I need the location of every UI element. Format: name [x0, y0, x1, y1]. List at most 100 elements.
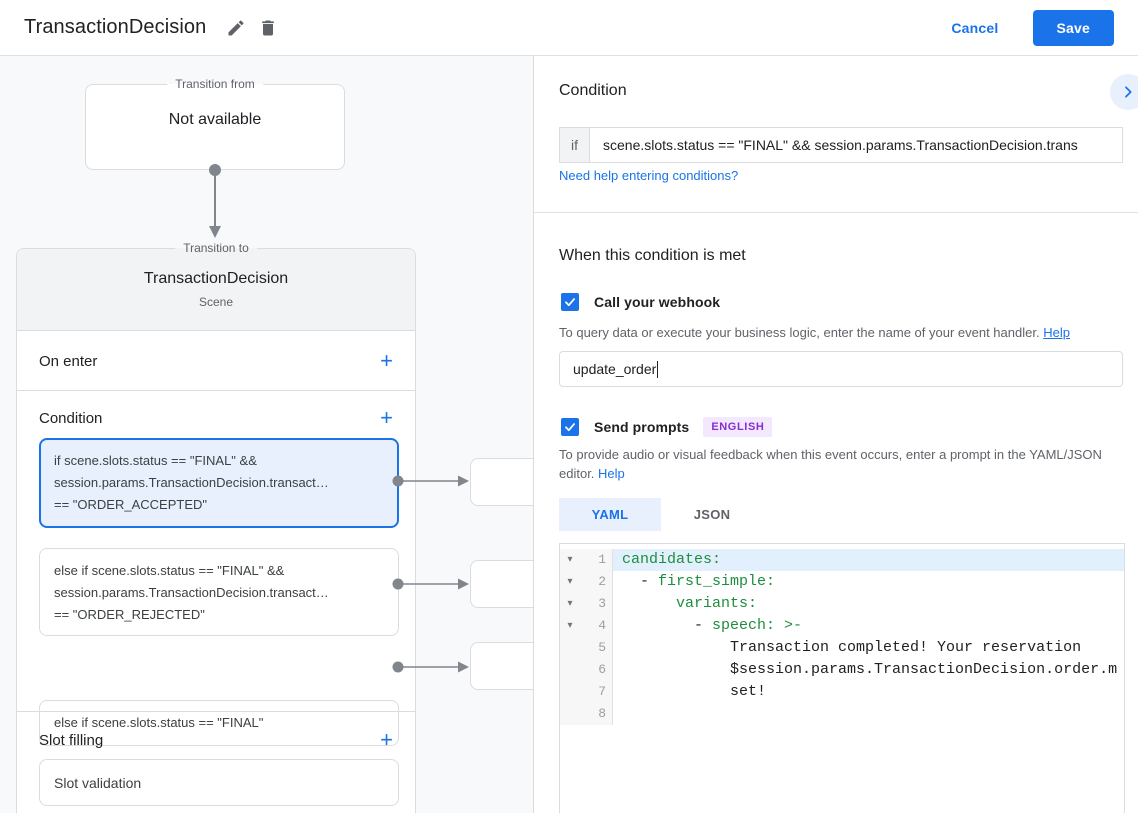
code-token-key: first_simple: [658, 573, 776, 590]
page-title: TransactionDecision [24, 16, 207, 38]
code-line[interactable]: set! [613, 681, 1124, 703]
code-line[interactable]: variants: [613, 593, 1124, 615]
editor-line[interactable]: ▾4 - speech: >- [560, 615, 1124, 637]
add-condition-button[interactable]: + [380, 405, 393, 430]
code-token-plain [622, 595, 676, 612]
code-token-plain: - [622, 573, 659, 590]
slot-filling-label: Slot filling [39, 731, 104, 749]
editor-gutter: 8 [560, 703, 613, 725]
condition-text-line: else if scene.slots.status == "FINAL" && [54, 563, 285, 578]
tab-json[interactable]: JSON [661, 498, 763, 531]
fold-arrow-icon[interactable]: ▾ [567, 598, 573, 609]
condition-text-line: == "ORDER_ACCEPTED" [54, 497, 207, 512]
transition-from-content: Not available [168, 111, 262, 128]
trash-icon [262, 20, 275, 35]
prompts-description-text: To provide audio or visual feedback when… [559, 447, 1102, 481]
condition-card-final[interactable]: else if scene.slots.status == "FINAL" [39, 700, 399, 746]
call-webhook-row: Call your webhook [561, 293, 720, 311]
cancel-button[interactable]: Cancel [951, 19, 999, 36]
line-number: 7 [598, 684, 606, 699]
editor-gutter: 6 [560, 659, 613, 681]
line-number: 8 [598, 706, 606, 721]
code-line[interactable]: $session.params.TransactionDecision.orde… [613, 659, 1124, 681]
condition-expression-row: if scene.slots.status == "FINAL" && sess… [559, 127, 1123, 163]
condition-expression-input[interactable]: scene.slots.status == "FINAL" && session… [590, 127, 1123, 163]
text-caret [657, 360, 659, 378]
editor-line[interactable]: 7 set! [560, 681, 1124, 703]
save-button[interactable]: Save [1032, 9, 1114, 46]
editor-gutter: ▾1 [560, 549, 613, 571]
editor-format-tabs: YAML JSON [559, 498, 763, 531]
line-number: 2 [598, 574, 606, 589]
code-token-key: candidates: [622, 551, 722, 568]
if-prefix-label: if [559, 127, 590, 163]
code-line[interactable] [613, 703, 1124, 725]
code-line[interactable]: - speech: >- [613, 615, 1124, 637]
condition-card-rejected[interactable]: else if scene.slots.status == "FINAL" &&… [39, 548, 399, 636]
editor-line[interactable]: 8 [560, 703, 1124, 725]
scene-diagram-canvas: Transition from Not available Transition… [0, 56, 533, 813]
code-line[interactable]: Transaction completed! Your reservation [613, 637, 1124, 659]
webhook-help-link[interactable]: Help [1043, 325, 1070, 340]
send-prompts-label: Send prompts [594, 419, 690, 435]
collapse-panel-button[interactable] [1110, 74, 1138, 110]
line-number: 3 [598, 596, 606, 611]
editor-gutter: ▾4 [560, 615, 613, 637]
line-number: 5 [598, 640, 606, 655]
event-handler-input[interactable]: update_order [559, 351, 1123, 387]
editor-line[interactable]: ▾ 2 - first_simple: [560, 571, 1124, 593]
condition-card-accepted[interactable]: if scene.slots.status == "FINAL" && sess… [39, 438, 399, 528]
editor-line[interactable]: 6 $session.params.TransactionDecision.or… [560, 659, 1124, 681]
language-badge: ENGLISH [703, 417, 773, 437]
condition-text-line: session.params.TransactionDecision.trans… [54, 585, 329, 600]
send-prompts-checkbox[interactable] [561, 418, 579, 436]
prompts-description: To provide audio or visual feedback when… [559, 445, 1123, 483]
condition-text-line: else if scene.slots.status == "FINAL" [54, 715, 264, 730]
call-webhook-label: Call your webhook [594, 294, 721, 310]
on-enter-label: On enter [39, 352, 98, 370]
fold-arrow-icon[interactable]: ▾ [567, 554, 573, 565]
scene-type-label: Scene [198, 295, 234, 309]
prompts-help-link[interactable]: Help [598, 466, 625, 481]
code-token-plain: $session.params.TransactionDecision.orde… [622, 661, 1118, 678]
slot-validation-card[interactable]: Slot validation [39, 759, 399, 806]
edit-scene-button[interactable] [220, 12, 252, 44]
call-webhook-checkbox[interactable] [561, 293, 579, 311]
top-bar: TransactionDecision Cancel Save [0, 0, 1138, 56]
tab-yaml[interactable]: YAML [559, 498, 661, 531]
code-token-key: variants: [676, 595, 758, 612]
transition-target-box[interactable] [470, 642, 533, 690]
transition-target-box[interactable] [470, 560, 533, 608]
line-number: 6 [598, 662, 606, 677]
fold-arrow-icon[interactable]: ▾ [567, 576, 573, 587]
fold-arrow-icon[interactable]: ▾ [567, 620, 573, 631]
conditions-help-link[interactable]: Need help entering conditions? [559, 168, 739, 183]
chevron-right-icon [1125, 86, 1132, 98]
add-on-enter-button[interactable]: + [380, 348, 393, 373]
transition-to-legend: Transition to [175, 241, 257, 255]
code-token-key: speech: >- [712, 617, 803, 634]
webhook-description-text: To query data or execute your business l… [559, 325, 1040, 340]
editor-line[interactable]: 5 Transaction completed! Your reservatio… [560, 637, 1124, 659]
line-number: 1 [598, 552, 606, 567]
checkmark-icon [565, 298, 575, 307]
condition-text-line: == "ORDER_REJECTED" [54, 607, 205, 622]
transition-target-box[interactable] [470, 458, 533, 506]
webhook-description: To query data or execute your business l… [559, 323, 1123, 342]
condition-section-label: Condition [39, 409, 103, 427]
line-number: 4 [598, 618, 606, 633]
scene-card-header[interactable]: TransactionDecision Scene [17, 249, 415, 331]
delete-scene-button[interactable] [252, 12, 284, 44]
editor-gutter: 5 [560, 637, 613, 659]
code-token-plain: Transaction completed! Your reservation [622, 639, 1082, 656]
add-slot-button[interactable]: + [380, 727, 393, 752]
pencil-icon [228, 19, 244, 35]
editor-line[interactable]: ▾ 3 variants: [560, 593, 1124, 615]
code-line[interactable]: candidates: [613, 549, 1124, 571]
on-enter-section: On enter + [17, 332, 415, 391]
code-line[interactable]: - first_simple: [613, 571, 1124, 593]
